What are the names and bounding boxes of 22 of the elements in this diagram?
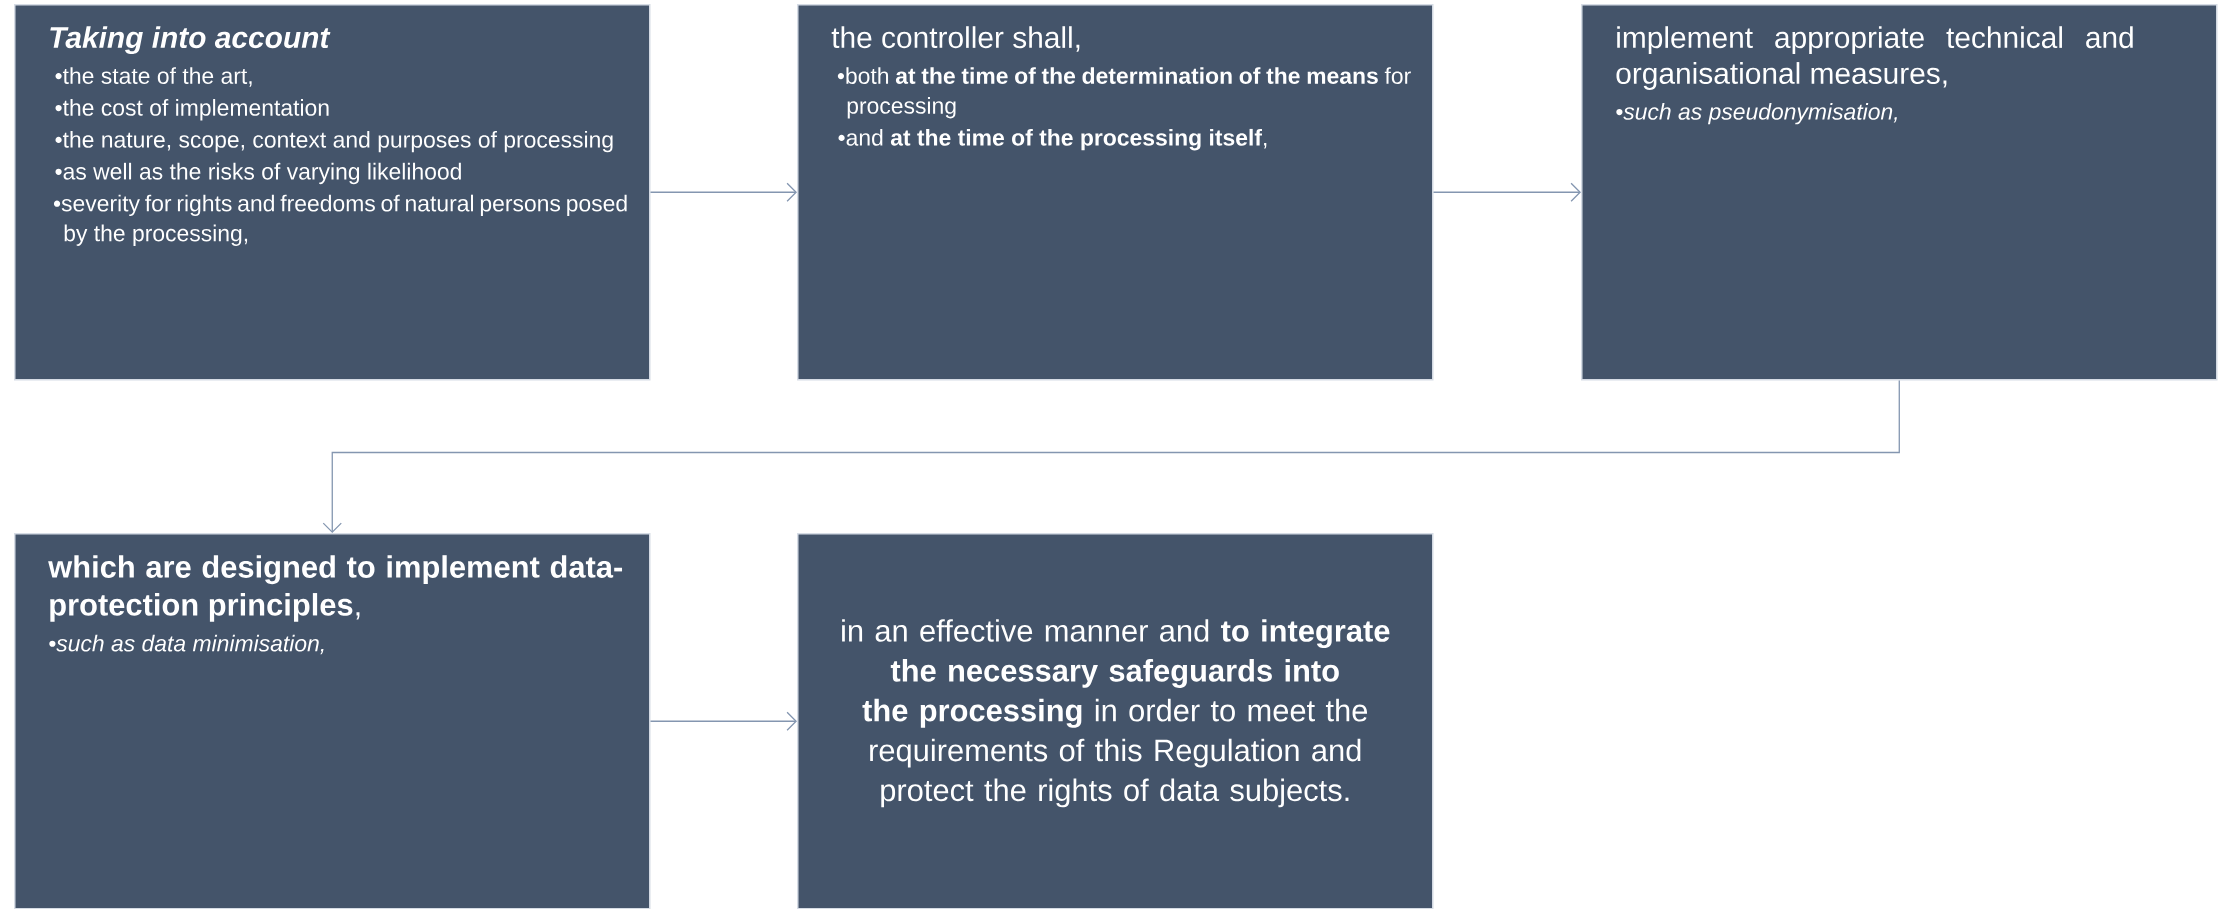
arrow [322,379,1900,533]
text-box [1581,4,2218,381]
bullet-item: •such as data minimisation, [49,634,324,655]
heading: which are designed to implement data-protection principles, [48,555,623,622]
text-box [797,4,1434,381]
heading: implement appropriate technical and organisational measures, [1616,26,2133,90]
text-box [14,533,651,909]
bullet-item: •as well as the risks of varying likelihood [55,162,461,185]
bullet-item: •the state of the art, [55,67,252,87]
arrow [649,711,797,731]
text-box [14,4,651,381]
arrow [1432,182,1581,202]
heading: Taking into account [50,26,331,55]
heading: the controller shall, [831,26,1080,52]
body-text: in an effective manner and to integrate the necessary safeguards into the processing in order to meet the requirements of this Regulation and protect the rights of data subjects. [842,619,1390,808]
bullet-item: •the nature, scope, context and purposes of processing [55,130,613,153]
bullet-item: •the cost of implementation [55,99,329,121]
bullet-item: •severity for rights and freedoms of natural persons posed by the processing, [53,194,627,246]
bullet-item: •and at the time of the processing itself, [838,128,1267,151]
arrow [649,182,797,202]
text-box [797,533,1434,909]
bullet-item: •such as pseudonymisation, [1616,103,1897,125]
